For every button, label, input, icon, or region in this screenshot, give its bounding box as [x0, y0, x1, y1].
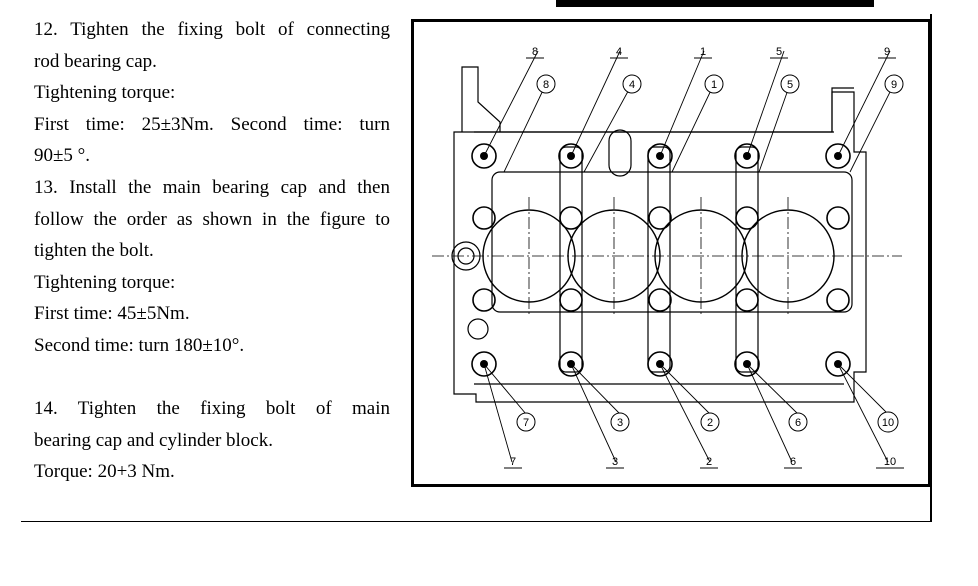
bolt-9-top — [825, 143, 851, 169]
circled-bottom-6: 6 — [795, 417, 801, 429]
bolt-row2-2 — [559, 206, 583, 230]
callout-top-4: 4 — [616, 46, 622, 58]
callout-bottom-3: 3 — [612, 456, 618, 468]
step-12-torque-line2: 90±5 °. — [34, 145, 91, 167]
callout-top-9: 9 — [884, 46, 890, 58]
right-boss — [831, 87, 854, 132]
leader-4 — [570, 50, 621, 157]
bolt-7-bottom — [471, 351, 497, 377]
instruction-text: 12. Tighten the fixing bolt of connectin… — [34, 14, 390, 488]
leader-9 — [837, 50, 891, 157]
block-outline — [453, 91, 867, 403]
bolt-row2-1 — [472, 206, 496, 230]
step-12-torque-label: Tightening torque: — [34, 82, 176, 104]
step-13-torque-label: Tightening torque: — [34, 271, 176, 293]
leader-1 — [659, 50, 705, 157]
bolt-row3-1 — [472, 288, 496, 312]
bolt-2-bottom — [647, 351, 673, 377]
leader-c1 — [671, 83, 715, 173]
leader-10 — [837, 363, 889, 463]
circled-bottom-2: 2 — [707, 417, 713, 429]
callout-bottom-6: 6 — [790, 456, 796, 468]
circled-bottom-7: 7 — [523, 417, 529, 429]
left-boss — [461, 66, 501, 132]
leader-c4 — [583, 83, 633, 173]
leader-3 — [570, 363, 617, 463]
callout-top-1: 1 — [700, 46, 706, 58]
leader-c7 — [483, 363, 527, 415]
page-bottom-rule — [21, 521, 932, 522]
bolt-row3-4 — [735, 288, 759, 312]
bolt-4-top — [558, 143, 584, 169]
step-12-heading-cont: rod bearing cap. — [34, 50, 157, 72]
bolt-6-bottom — [734, 351, 760, 377]
leader-c5 — [758, 83, 791, 173]
leader-c2 — [659, 363, 711, 415]
top-oblong — [608, 129, 632, 177]
callout-bottom-2: 2 — [706, 456, 712, 468]
bolt-row2-4 — [735, 206, 759, 230]
bolt-sequence-drawing: 8 4 1 5 9 8 4 1 5 9 — [432, 46, 904, 469]
bolt-1-top — [647, 143, 673, 169]
leader-c9 — [849, 83, 895, 173]
step-12-torque-line1: First time: 25±3Nm. Second time: turn — [34, 113, 390, 135]
step-12-heading: 12. Tighten the fixing bolt of connectin… — [34, 19, 390, 40]
oil-gallery-circle — [467, 318, 489, 340]
top-black-bar — [556, 0, 874, 7]
page-right-rule — [930, 14, 932, 522]
bolt-row3-2 — [559, 288, 583, 312]
callout-top-5: 5 — [776, 46, 782, 58]
leader-2 — [659, 363, 711, 463]
leader-c6 — [746, 363, 799, 415]
bolt-row2-5 — [826, 206, 850, 230]
step-13-heading: 13. Install the main bearing cap and the… — [34, 176, 390, 198]
cap-strap-2 — [647, 146, 671, 373]
step-14-heading-cont: bearing cap and cylinder block. — [34, 429, 273, 451]
bolt-3-bottom — [558, 351, 584, 377]
callout-bottom-7: 7 — [510, 456, 516, 468]
cap-strap-3 — [559, 146, 583, 373]
leader-c10 — [837, 363, 889, 415]
leader-8 — [483, 50, 539, 157]
circled-top-9: 9 — [891, 79, 897, 91]
bolt-5-top — [734, 143, 760, 169]
leader-c3 — [570, 363, 621, 415]
circled-top-5: 5 — [787, 79, 793, 91]
leader-6 — [746, 363, 793, 463]
step-14-heading: 14. Tighten the fixing bolt of main — [34, 398, 390, 420]
cap-strap-6 — [735, 146, 759, 373]
circled-top-1: 1 — [711, 79, 717, 91]
cylinder-block-figure: 8 4 1 5 9 8 4 1 5 9 — [411, 19, 931, 487]
callout-top-8: 8 — [532, 46, 538, 58]
bolt-row3-5 — [826, 288, 850, 312]
step-13-torque-line2: Second time: turn 180±10°. — [34, 334, 245, 356]
leader-5 — [746, 50, 785, 157]
step-13-heading-cont1: follow the order as shown in the figure … — [34, 208, 390, 230]
circled-bottom-3: 3 — [617, 417, 623, 429]
circled-bottom-10: 10 — [882, 417, 894, 429]
bolt-row3-3 — [648, 288, 672, 312]
bolt-row2-3 — [648, 206, 672, 230]
bolt-10-bottom — [825, 351, 851, 377]
step-13-heading-cont2: tighten the bolt. — [34, 240, 154, 262]
circled-top-8: 8 — [543, 79, 549, 91]
callout-bottom-10: 10 — [884, 456, 896, 468]
bolt-8-top — [471, 143, 497, 169]
leader-c8 — [503, 83, 547, 173]
leader-7 — [483, 363, 513, 463]
paragraph-gap — [34, 362, 390, 394]
circled-top-4: 4 — [629, 79, 635, 91]
step-13-torque-line1: First time: 45±5Nm. — [34, 303, 190, 325]
step-14-torque: Torque: 20+3 Nm. — [34, 461, 175, 483]
